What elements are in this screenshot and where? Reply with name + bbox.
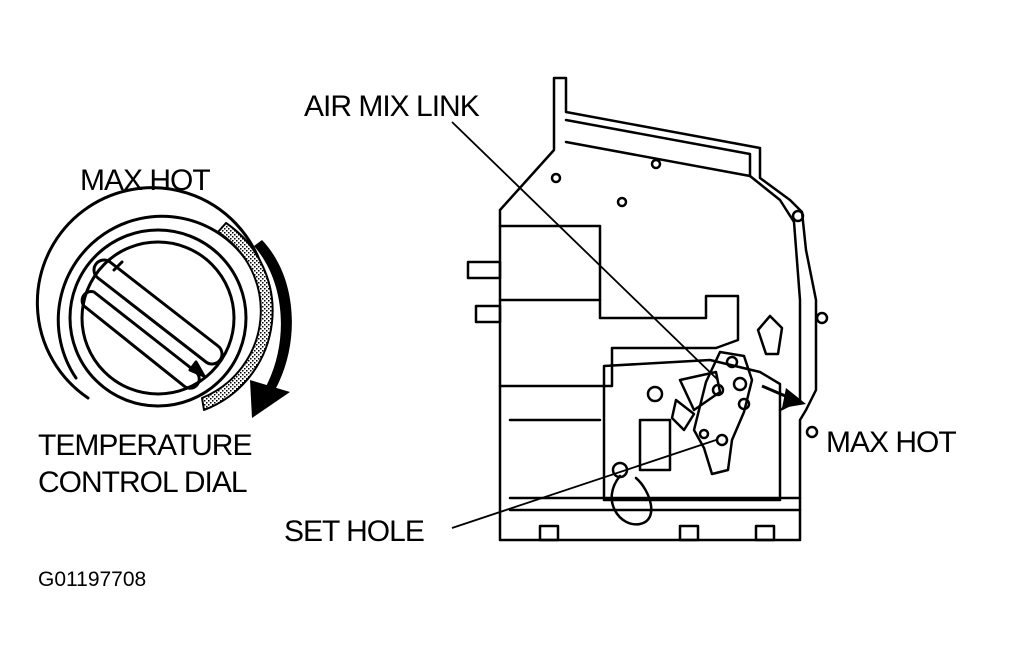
dial-knob xyxy=(80,240,236,396)
dial-outer-bezel-inner xyxy=(56,214,250,380)
unit-bolt xyxy=(805,425,819,439)
temperature-control-dial xyxy=(35,186,274,411)
unit-actuator-wire xyxy=(610,474,653,526)
set-hole-leader xyxy=(451,439,717,529)
air-mix-link-pivot xyxy=(737,397,751,411)
dial-caption-line2: CONTROL DIAL xyxy=(38,466,247,499)
set-hole-label: SET HOLE xyxy=(284,515,424,548)
unit-connector xyxy=(756,314,784,356)
unit-bolt xyxy=(815,311,829,325)
set-hole xyxy=(715,433,729,447)
unit-heater-core-cover xyxy=(498,224,740,388)
unit-actuator xyxy=(638,418,672,472)
unit-hole xyxy=(650,158,662,170)
air-mix-door-sector xyxy=(678,370,722,412)
unit-hole xyxy=(616,196,628,208)
air-mix-link-label: AIR MIX LINK xyxy=(304,90,480,123)
air-mix-door-sector-2 xyxy=(670,398,696,432)
unit-max-hot-arrow xyxy=(761,384,806,408)
dial-caption-line1: TEMPERATURE xyxy=(38,429,251,462)
unit-max-hot-label: MAX HOT xyxy=(826,426,956,459)
air-mix-link-plate xyxy=(692,350,754,476)
air-mix-link-pivot xyxy=(732,376,748,392)
unit-pipe-stub-lower xyxy=(474,304,502,324)
unit-bottom-tab xyxy=(678,524,700,542)
dial-knob-ring xyxy=(68,228,248,408)
unit-bottom-tab xyxy=(754,524,776,542)
air-mix-link-pivot xyxy=(725,355,739,369)
dial-pointer-arrow xyxy=(188,360,206,378)
dial-rotation-arrow-body xyxy=(254,240,292,395)
dial-temperature-scale xyxy=(201,222,274,411)
unit-hole xyxy=(550,172,562,184)
dial-tick-mark xyxy=(112,260,124,272)
dial-knob-grip-lower xyxy=(80,290,201,390)
unit-top-flange xyxy=(564,118,752,178)
unit-lower-housing xyxy=(602,358,782,502)
unit-pipe-stub-upper xyxy=(466,260,502,280)
heater-unit xyxy=(466,76,829,542)
unit-hole xyxy=(646,385,664,403)
dial-outer-bezel xyxy=(35,186,264,400)
unit-housing-outline xyxy=(498,76,818,542)
air-mix-link-pivot xyxy=(711,383,725,397)
air-mix-link-pivot xyxy=(698,428,710,440)
dial-max-hot-label: MAX HOT xyxy=(80,164,210,197)
figure-id: G01197708 xyxy=(38,568,146,591)
dial-rotation-arrow xyxy=(250,240,292,418)
unit-right-case xyxy=(748,174,802,412)
dial-rotation-arrow-head xyxy=(250,380,290,418)
dial-knob-grip-upper xyxy=(92,258,224,366)
unit-bolt xyxy=(791,209,805,223)
unit-max-hot-arrow-head xyxy=(782,388,806,408)
air-mix-link-leader xyxy=(451,121,719,381)
unit-bottom-tab xyxy=(538,524,560,542)
